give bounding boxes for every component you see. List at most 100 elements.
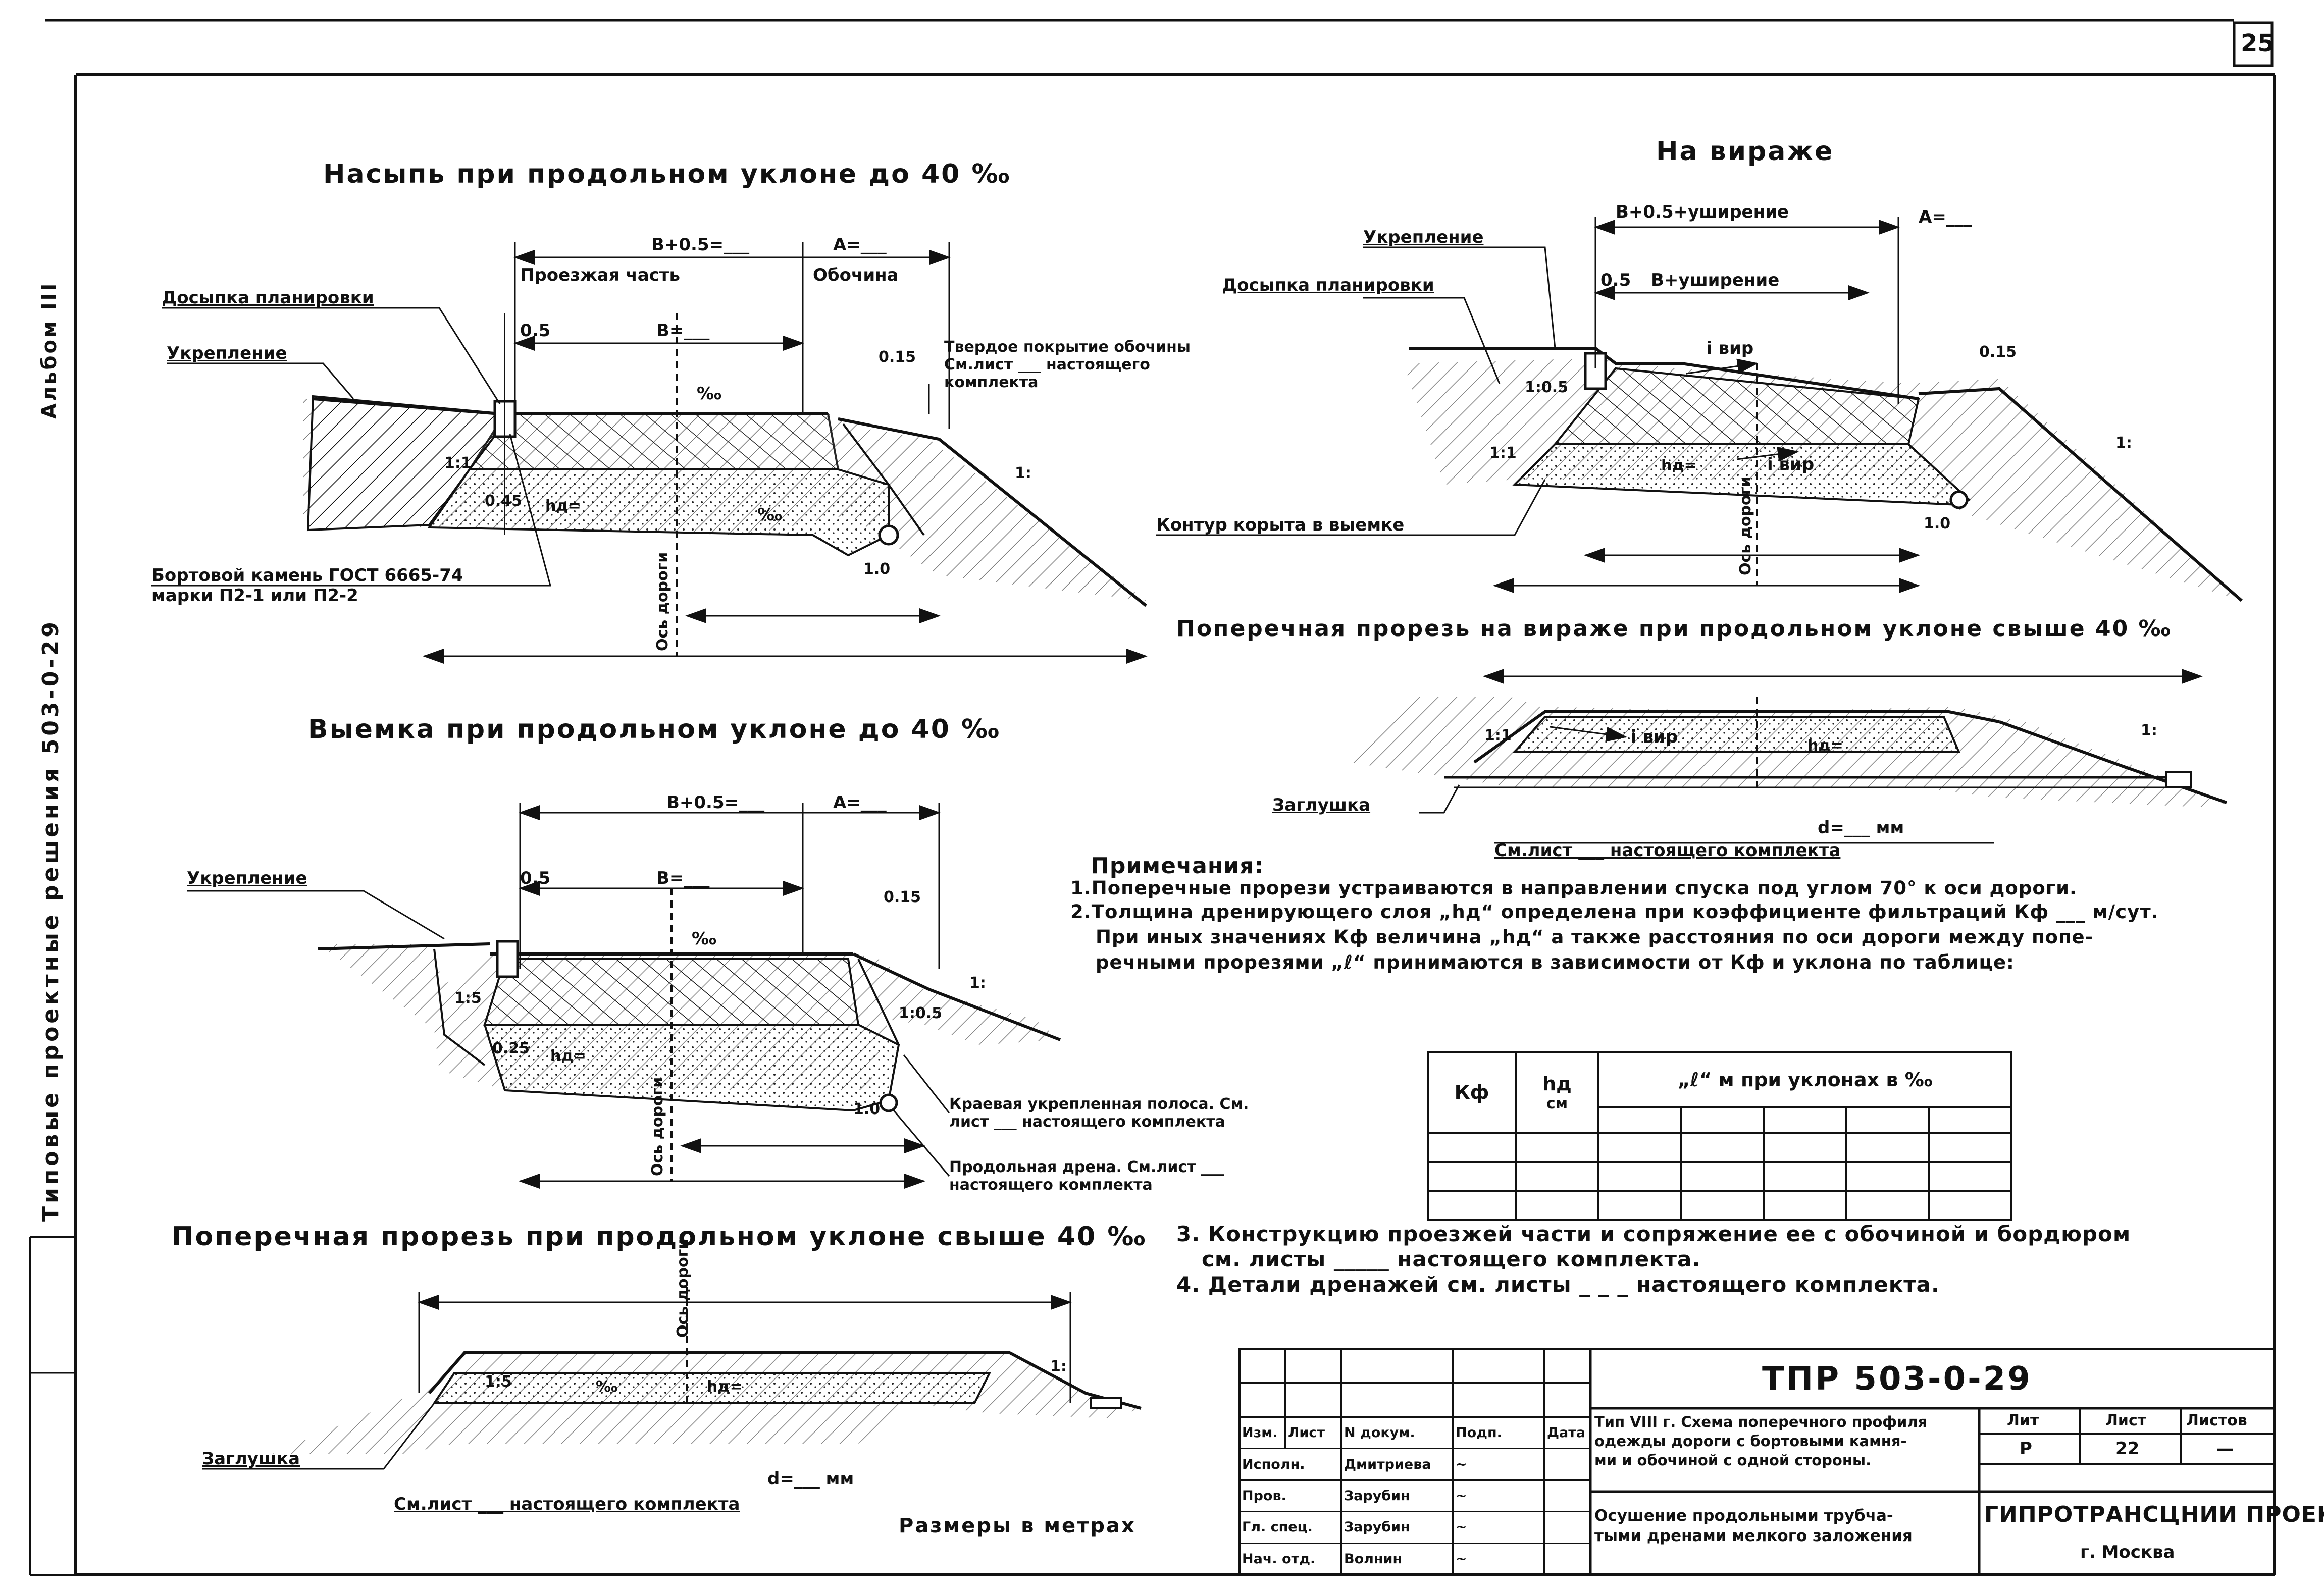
signature-3: ~ (1452, 1511, 1545, 1544)
emb-shoulder: Обочина (813, 265, 899, 285)
signature-1: ~ (1452, 1448, 1545, 1481)
stamp-lit-header: Лит (2007, 1412, 2039, 1429)
curve-dim-05: 0.5 (1600, 270, 1631, 290)
stamp-sheets: — (2216, 1439, 2234, 1459)
stamp-sheet-header: Лист (2105, 1412, 2147, 1429)
stamp-h-date: Дата (1543, 1416, 1590, 1450)
curve-ukreplenie-label: Укрепление (1363, 227, 1484, 247)
cut-dim-total: В+0.5=___ (666, 792, 765, 813)
ctrans-slope-11: 1:1 (1484, 727, 1512, 745)
curve-dosypka-label: Досыпка планировки (1222, 275, 1434, 295)
trans-hd-label: hд= (707, 1378, 743, 1396)
slope-col-4 (1845, 1106, 1930, 1134)
stamp-desc-3: ми и обочиной с одной стороны. (1594, 1452, 1872, 1469)
transverse-section-drawing (202, 1287, 1142, 1470)
hd-header-unit: см (1546, 1094, 1568, 1112)
spacing-header: „ℓ“ м при уклонах в ‰ (1597, 1051, 2012, 1108)
trans-d-label: d=___ мм (767, 1469, 854, 1489)
cut-ukreplenie-label: Укрепление (187, 868, 307, 888)
embankment-title: Насыпь при продольном уклоне до 40 ‰ (323, 159, 1011, 189)
cut-dim-a: А=___ (833, 792, 887, 813)
stamp-desc-4: Осушение продольными трубча- (1594, 1507, 1893, 1525)
stamp-role-1: Исполн. (1238, 1448, 1342, 1481)
cut-slope-15: 1:5 (454, 989, 482, 1007)
emb-dim-05: 0.5 (520, 321, 551, 341)
curve-contour-label: Контур корыта в выемке (1156, 515, 1405, 535)
trans-slope-1: 1: (1050, 1358, 1067, 1375)
cutting-title: Выемка при продольном уклоне до 40 ‰ (308, 714, 1001, 745)
curve-i-vir: i вир (1707, 338, 1754, 358)
signature-4: ~ (1452, 1542, 1545, 1576)
emb-see-sheet-label: См.лист ___ настоящего (944, 356, 1150, 374)
stamp-h-sign: Подп. (1452, 1416, 1545, 1450)
note-4: 4. Детали дренажей см. листы _ _ _ насто… (1176, 1272, 1940, 1297)
cut-slope-1: 1: (969, 974, 986, 992)
stamp-name-2: Зарубин (1340, 1479, 1454, 1513)
stamp-desc-1: Тип VIII г. Схема поперечного профиля (1594, 1413, 1928, 1430)
kf-header: Кф (1427, 1051, 1517, 1134)
cut-dim-10: 1.0 (853, 1100, 881, 1118)
stamp-desc-5: тыми дренами мелкого заложения (1594, 1527, 1913, 1545)
cut-slope-05: 1:0.5 (899, 1004, 943, 1022)
emb-045-label: 0.45 (485, 492, 523, 510)
stamp-org: ГИПРОТРАНСЦНИИ ПРОЕКТ (1984, 1502, 2324, 1527)
note-3a: 3. Конструкцию проезжей части и сопряжен… (1176, 1222, 2131, 1246)
cut-drain-label-2: настоящего комплекта (949, 1176, 1153, 1194)
curve-hd-label: hд= (1661, 457, 1697, 474)
cut-edge-label-2: лист ___ настоящего комплекта (949, 1113, 1225, 1131)
cut-025-label: 0.25 (492, 1040, 530, 1057)
emb-hd-label: hд= (545, 497, 581, 515)
notes-heading: Примечания: (1091, 853, 1264, 879)
cut-drain-label: Продольная дрена. См.лист ___ (949, 1158, 1224, 1176)
cut-edge-label: Краевая укрепленная полоса. См. (949, 1095, 1249, 1113)
emb-dim-015: 0.15 (879, 348, 916, 366)
units-label: Размеры в метрах (899, 1514, 1136, 1537)
slope-col-3 (1763, 1106, 1847, 1134)
cut-permille: ‰ (692, 929, 716, 949)
stamp-code: ТПР 503-0-29 (1762, 1360, 2032, 1398)
emb-dim-total: В+0.5=___ (651, 235, 750, 255)
cut-dim-015: 0.15 (884, 888, 921, 906)
trans-see-label: См.лист ___ настоящего комплекта (394, 1494, 740, 1514)
cut-hd-label: hд= (550, 1047, 586, 1065)
emb-carriageway: Проезжая часть (520, 265, 681, 285)
stamp-lit: Р (2020, 1439, 2032, 1459)
emb-kit-label: комплекта (944, 374, 1039, 391)
note-3b: см. листы _____ настоящего комплекта. (1202, 1247, 1701, 1271)
ctrans-i-vir: i вир (1631, 727, 1678, 747)
curve-slope-11: 1:1 (1489, 444, 1517, 462)
sheet-number: 25 (2241, 29, 2275, 58)
ctrans-plug-label: Заглушка (1272, 795, 1371, 815)
curve-dim-a: А=___ (1919, 207, 1972, 227)
emb-slope-1: 1: (1015, 464, 1031, 482)
stamp-desc-2: одежды дороги с бортовыми камня- (1594, 1433, 1907, 1450)
table-row (1427, 1190, 2012, 1221)
note-2b: При иных значениях Кф величина „hд“ а та… (1096, 926, 2093, 948)
kf-table: Кф hд см „ℓ“ м при уклонах в ‰ (1427, 1051, 2012, 1221)
ctrans-slope-1: 1: (2141, 722, 2157, 739)
note-2c: речными прорезями „ℓ“ принимаются в зави… (1096, 951, 2015, 973)
curve-dim-total: В+0.5+уширение (1616, 202, 1789, 222)
emb-curb-label: Бортовой камень ГОСТ 6665-74 (151, 565, 463, 586)
note-2a: 2.Толщина дренирующего слоя „hд“ определ… (1070, 901, 2159, 923)
ctrans-hd: hд= (1807, 737, 1843, 755)
note-1: 1.Поперечные прорези устраиваются в напр… (1070, 877, 2078, 899)
curve-i-vir-2: i вир (1767, 454, 1815, 474)
stamp-h-doc: N докум. (1340, 1416, 1454, 1450)
stamp-name-4: Волнин (1340, 1542, 1454, 1576)
curve-transverse-title: Поперечная прорезь на вираже при продоль… (1176, 616, 2172, 642)
emb-slope: ‰ (697, 384, 721, 404)
stamp-city: г. Москва (2080, 1542, 2175, 1562)
cutting-section-drawing (187, 803, 1061, 1189)
emb-curb-label-2: марки П2-1 или П2-2 (151, 586, 358, 606)
signature-2: ~ (1452, 1479, 1545, 1513)
curve-transverse-drawing (1348, 669, 2227, 844)
table-row (1427, 1132, 2012, 1163)
emb-ukreplenie-label: Укрепление (167, 343, 287, 363)
trans-slope-15: 1:5 (485, 1373, 512, 1391)
emb-dim-10: 1.0 (863, 560, 891, 578)
stamp-sheets-header: Листов (2186, 1412, 2247, 1429)
emb-dim-b: В=___ (656, 321, 710, 341)
